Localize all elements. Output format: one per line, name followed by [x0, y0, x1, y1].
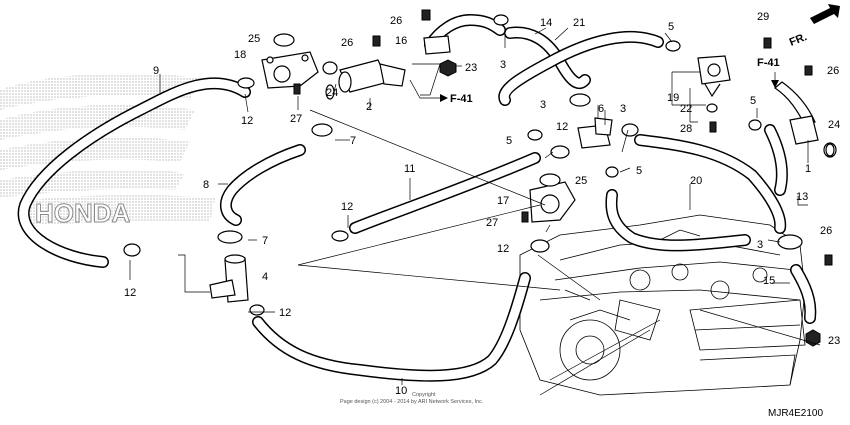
hose-13 [634, 124, 788, 234]
hose-15 [790, 264, 817, 324]
label-part-23: 23 [828, 335, 840, 347]
label-part-9: 9 [153, 65, 159, 77]
honda-wing-watermark: HONDA [0, 73, 215, 229]
hose-10 [252, 272, 531, 382]
label-part-5: 5 [750, 95, 756, 107]
label-part-7: 7 [262, 235, 268, 247]
label-part-11: 11 [404, 163, 415, 175]
hose-11 [349, 152, 541, 234]
label-part-22: 22 [680, 103, 692, 115]
label-part-10: 10 [395, 385, 407, 397]
label-part-5: 5 [668, 21, 674, 33]
label-part-7: 7 [350, 135, 356, 147]
housing-17 [529, 181, 576, 223]
housing-18 [261, 51, 319, 89]
label-part-23: 23 [465, 62, 477, 74]
label-part-26: 26 [820, 225, 832, 237]
label-part-13: 13 [796, 191, 808, 203]
valve-19 [697, 55, 731, 98]
label-part-12: 12 [124, 287, 136, 299]
label-part-3: 3 [620, 103, 626, 115]
label-part-8: 8 [203, 179, 209, 191]
label-part-29: 29 [757, 11, 769, 23]
hose-21 [498, 30, 664, 106]
label-part-27: 27 [486, 217, 498, 229]
copyright-line-1: Copyright [412, 392, 436, 398]
label-part-2: 2 [366, 101, 372, 113]
diagram-code: MJR4E2100 [768, 408, 823, 419]
label-part-27: 27 [290, 113, 302, 125]
label-part-3: 3 [757, 239, 763, 251]
f41-label-1: F-41 [450, 93, 473, 105]
joint-1 [774, 81, 819, 145]
hose-8 [219, 144, 306, 226]
f41-reference-2: F-41 [757, 57, 780, 88]
label-part-12: 12 [556, 121, 568, 133]
label-part-5: 5 [636, 165, 642, 177]
label-part-28: 28 [680, 123, 692, 135]
label-part-18: 18 [234, 49, 246, 61]
label-part-26: 26 [390, 15, 402, 27]
clamps [123, 14, 837, 316]
label-part-25: 25 [575, 175, 587, 187]
joint-2 [338, 59, 406, 93]
label-part-19: 19 [667, 92, 679, 104]
honda-watermark-text: HONDA [35, 198, 131, 228]
label-part-3: 3 [540, 99, 546, 111]
hose-9 [17, 77, 251, 268]
label-part-12: 12 [241, 115, 253, 127]
label-part-12: 12 [341, 201, 353, 213]
leader-lines [129, 27, 821, 396]
label-part-25: 25 [248, 33, 260, 45]
copyright-line-2: Page design (c) 2004 - 2014 by ARI Netwo… [340, 399, 484, 405]
part-labels: 1 2 3 3 3 3 4 5 5 5 5 6 7 7 8 9 10 11 12… [124, 11, 840, 397]
label-part-20: 20 [690, 175, 702, 187]
front-arrow: FR. [788, 4, 840, 49]
label-part-5: 5 [506, 135, 512, 147]
front-label: FR. [788, 31, 809, 49]
hose-20 [605, 189, 751, 252]
label-part-24: 24 [326, 87, 338, 99]
label-part-16: 16 [395, 35, 407, 47]
label-part-14: 14 [540, 17, 552, 29]
f41-reference-1: F-41 [409, 79, 473, 105]
joint-6 [577, 117, 613, 149]
label-part-4: 4 [262, 271, 268, 283]
label-part-26: 26 [341, 37, 353, 49]
f41-label-2: F-41 [757, 57, 780, 69]
label-part-17: 17 [497, 195, 509, 207]
pipe-16 [423, 14, 506, 55]
engine-block [519, 214, 806, 396]
label-part-24: 24 [828, 119, 840, 131]
label-part-3: 3 [500, 59, 506, 71]
label-part-1: 1 [805, 163, 811, 175]
joint-4 [209, 254, 249, 303]
label-part-15: 15 [763, 275, 775, 287]
label-part-12: 12 [497, 243, 509, 255]
label-part-12: 12 [279, 307, 291, 319]
label-part-26: 26 [827, 65, 839, 77]
label-part-6: 6 [598, 103, 604, 115]
label-part-21: 21 [573, 17, 585, 29]
